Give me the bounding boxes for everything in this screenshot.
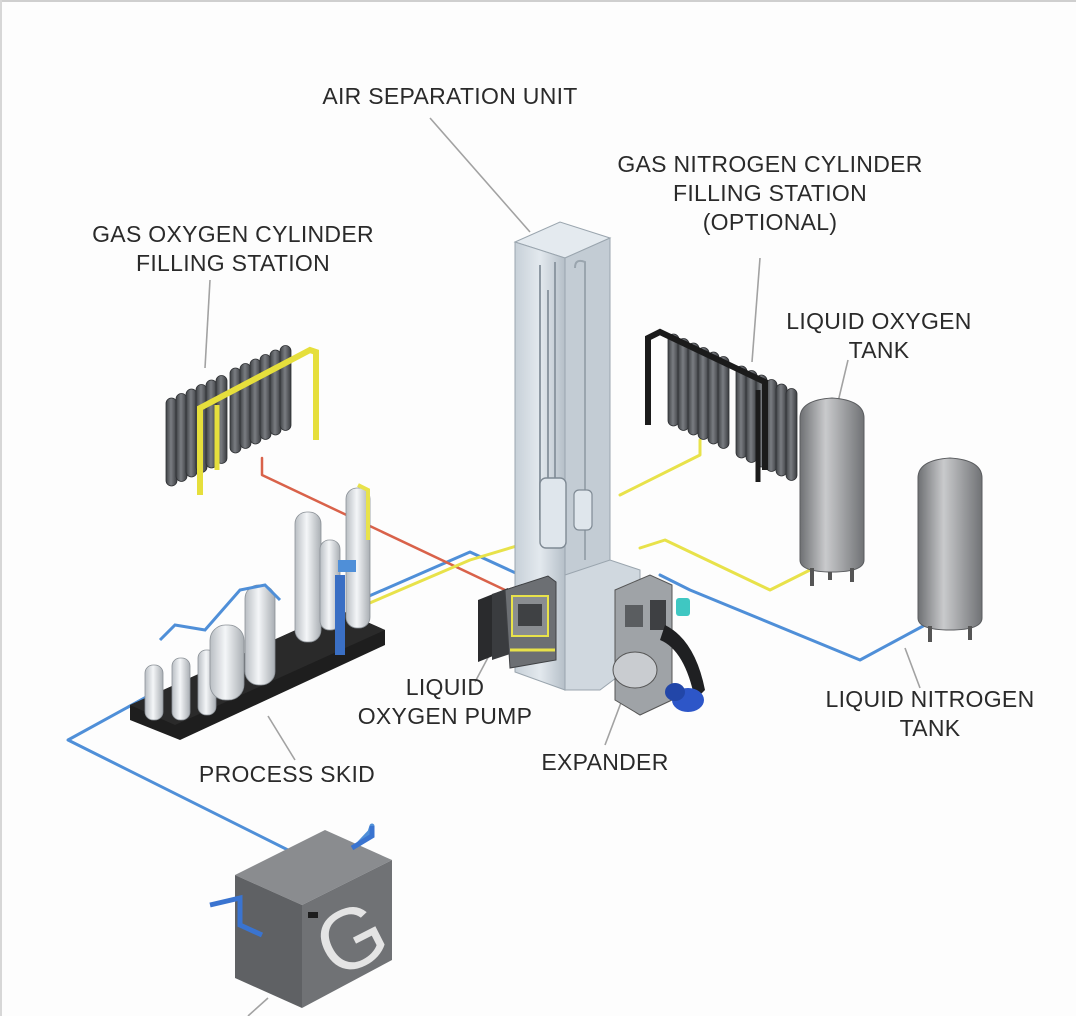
process-vessel <box>294 511 322 643</box>
liquid-nitrogen-tank <box>917 457 983 642</box>
leader-asu <box>429 117 531 233</box>
label-air-separation-unit: AIR SEPARATION UNIT <box>322 83 578 109</box>
nitrogen-station-black-frame <box>645 328 768 470</box>
yellow-pipe-to-oxygen-tank <box>638 538 812 592</box>
gas-oxygen-filling-station <box>165 345 319 495</box>
label-gas-nitrogen-filling-station: GAS NITROGEN CYLINDER FILLING STATION (O… <box>617 151 923 235</box>
leader-expander <box>604 699 623 746</box>
leader-oxygen-station <box>204 279 211 369</box>
leader-oxygen-tank <box>837 359 849 403</box>
oxygen-gas-cylinder <box>249 358 262 445</box>
liquid-oxygen-pump-unit <box>478 575 557 669</box>
blue-pipe-to-nitrogen-tank <box>658 573 927 662</box>
nitrogen-gas-cylinder <box>785 388 798 481</box>
oxygen-gas-cylinder <box>259 354 272 440</box>
nitrogen-gas-cylinder <box>687 342 700 436</box>
expander-unit <box>612 574 705 716</box>
label-liquid-oxygen-pump: LIQUID OXYGEN PUMP <box>357 674 533 729</box>
nitrogen-gas-cylinder <box>745 370 758 463</box>
red-pipe-oxygen-station <box>260 456 507 592</box>
process-vessel <box>144 664 164 721</box>
nitrogen-gas-cylinder <box>707 351 720 445</box>
process-skid <box>130 483 385 740</box>
process-vessel <box>171 657 191 721</box>
nitrogen-cylinder-bank-left <box>667 333 730 449</box>
blue-pipe-skid-to-asu <box>358 550 522 602</box>
oxygen-gas-cylinder <box>165 397 178 487</box>
yellow-pipe-to-nitrogen-station <box>618 438 702 497</box>
leader-nitrogen-station <box>751 257 761 363</box>
air-compressor: G <box>209 826 403 1008</box>
frame-border-top <box>0 0 1076 2</box>
label-liquid-nitrogen-tank: LIQUID NITROGEN TANK <box>825 686 1035 741</box>
oxygen-gas-cylinder <box>269 349 282 436</box>
leader-compressor <box>247 997 269 1016</box>
oxygen-gas-cylinder <box>185 388 198 478</box>
nitrogen-gas-cylinder <box>697 347 710 440</box>
nitrogen-gas-cylinder <box>775 383 788 477</box>
process-vessel <box>244 584 276 686</box>
frame-border-left <box>0 0 2 1016</box>
oxygen-gas-cylinder <box>229 367 242 454</box>
nitrogen-gas-cylinder <box>677 338 690 431</box>
nitrogen-gas-cylinder <box>667 333 680 427</box>
liquid-oxygen-tank <box>799 397 865 586</box>
gas-nitrogen-filling-station <box>645 328 798 482</box>
leader-process-skid <box>267 715 296 761</box>
process-skid-vessels <box>144 487 371 721</box>
label-expander: EXPANDER <box>541 749 669 775</box>
blue-pipe-compressor-to-skid <box>66 693 300 857</box>
label-liquid-oxygen-tank: LIQUID OXYGEN TANK <box>786 308 972 363</box>
leader-nitrogen-tank <box>904 647 921 689</box>
nitrogen-cylinder-bank-right <box>735 365 798 481</box>
nitrogen-gas-cylinder <box>735 365 748 459</box>
oxygen-station-yellow-frame <box>197 346 319 495</box>
oxygen-gas-cylinder <box>239 363 252 449</box>
nitrogen-gas-cylinder <box>717 356 730 449</box>
process-vessel <box>209 624 245 701</box>
label-process-skid: PROCESS SKID <box>198 761 376 787</box>
label-gas-oxygen-filling-station: GAS OXYGEN CYLINDER FILLING STATION <box>92 221 374 276</box>
process-vessel <box>345 487 371 629</box>
oxygen-gas-cylinder <box>175 393 188 482</box>
